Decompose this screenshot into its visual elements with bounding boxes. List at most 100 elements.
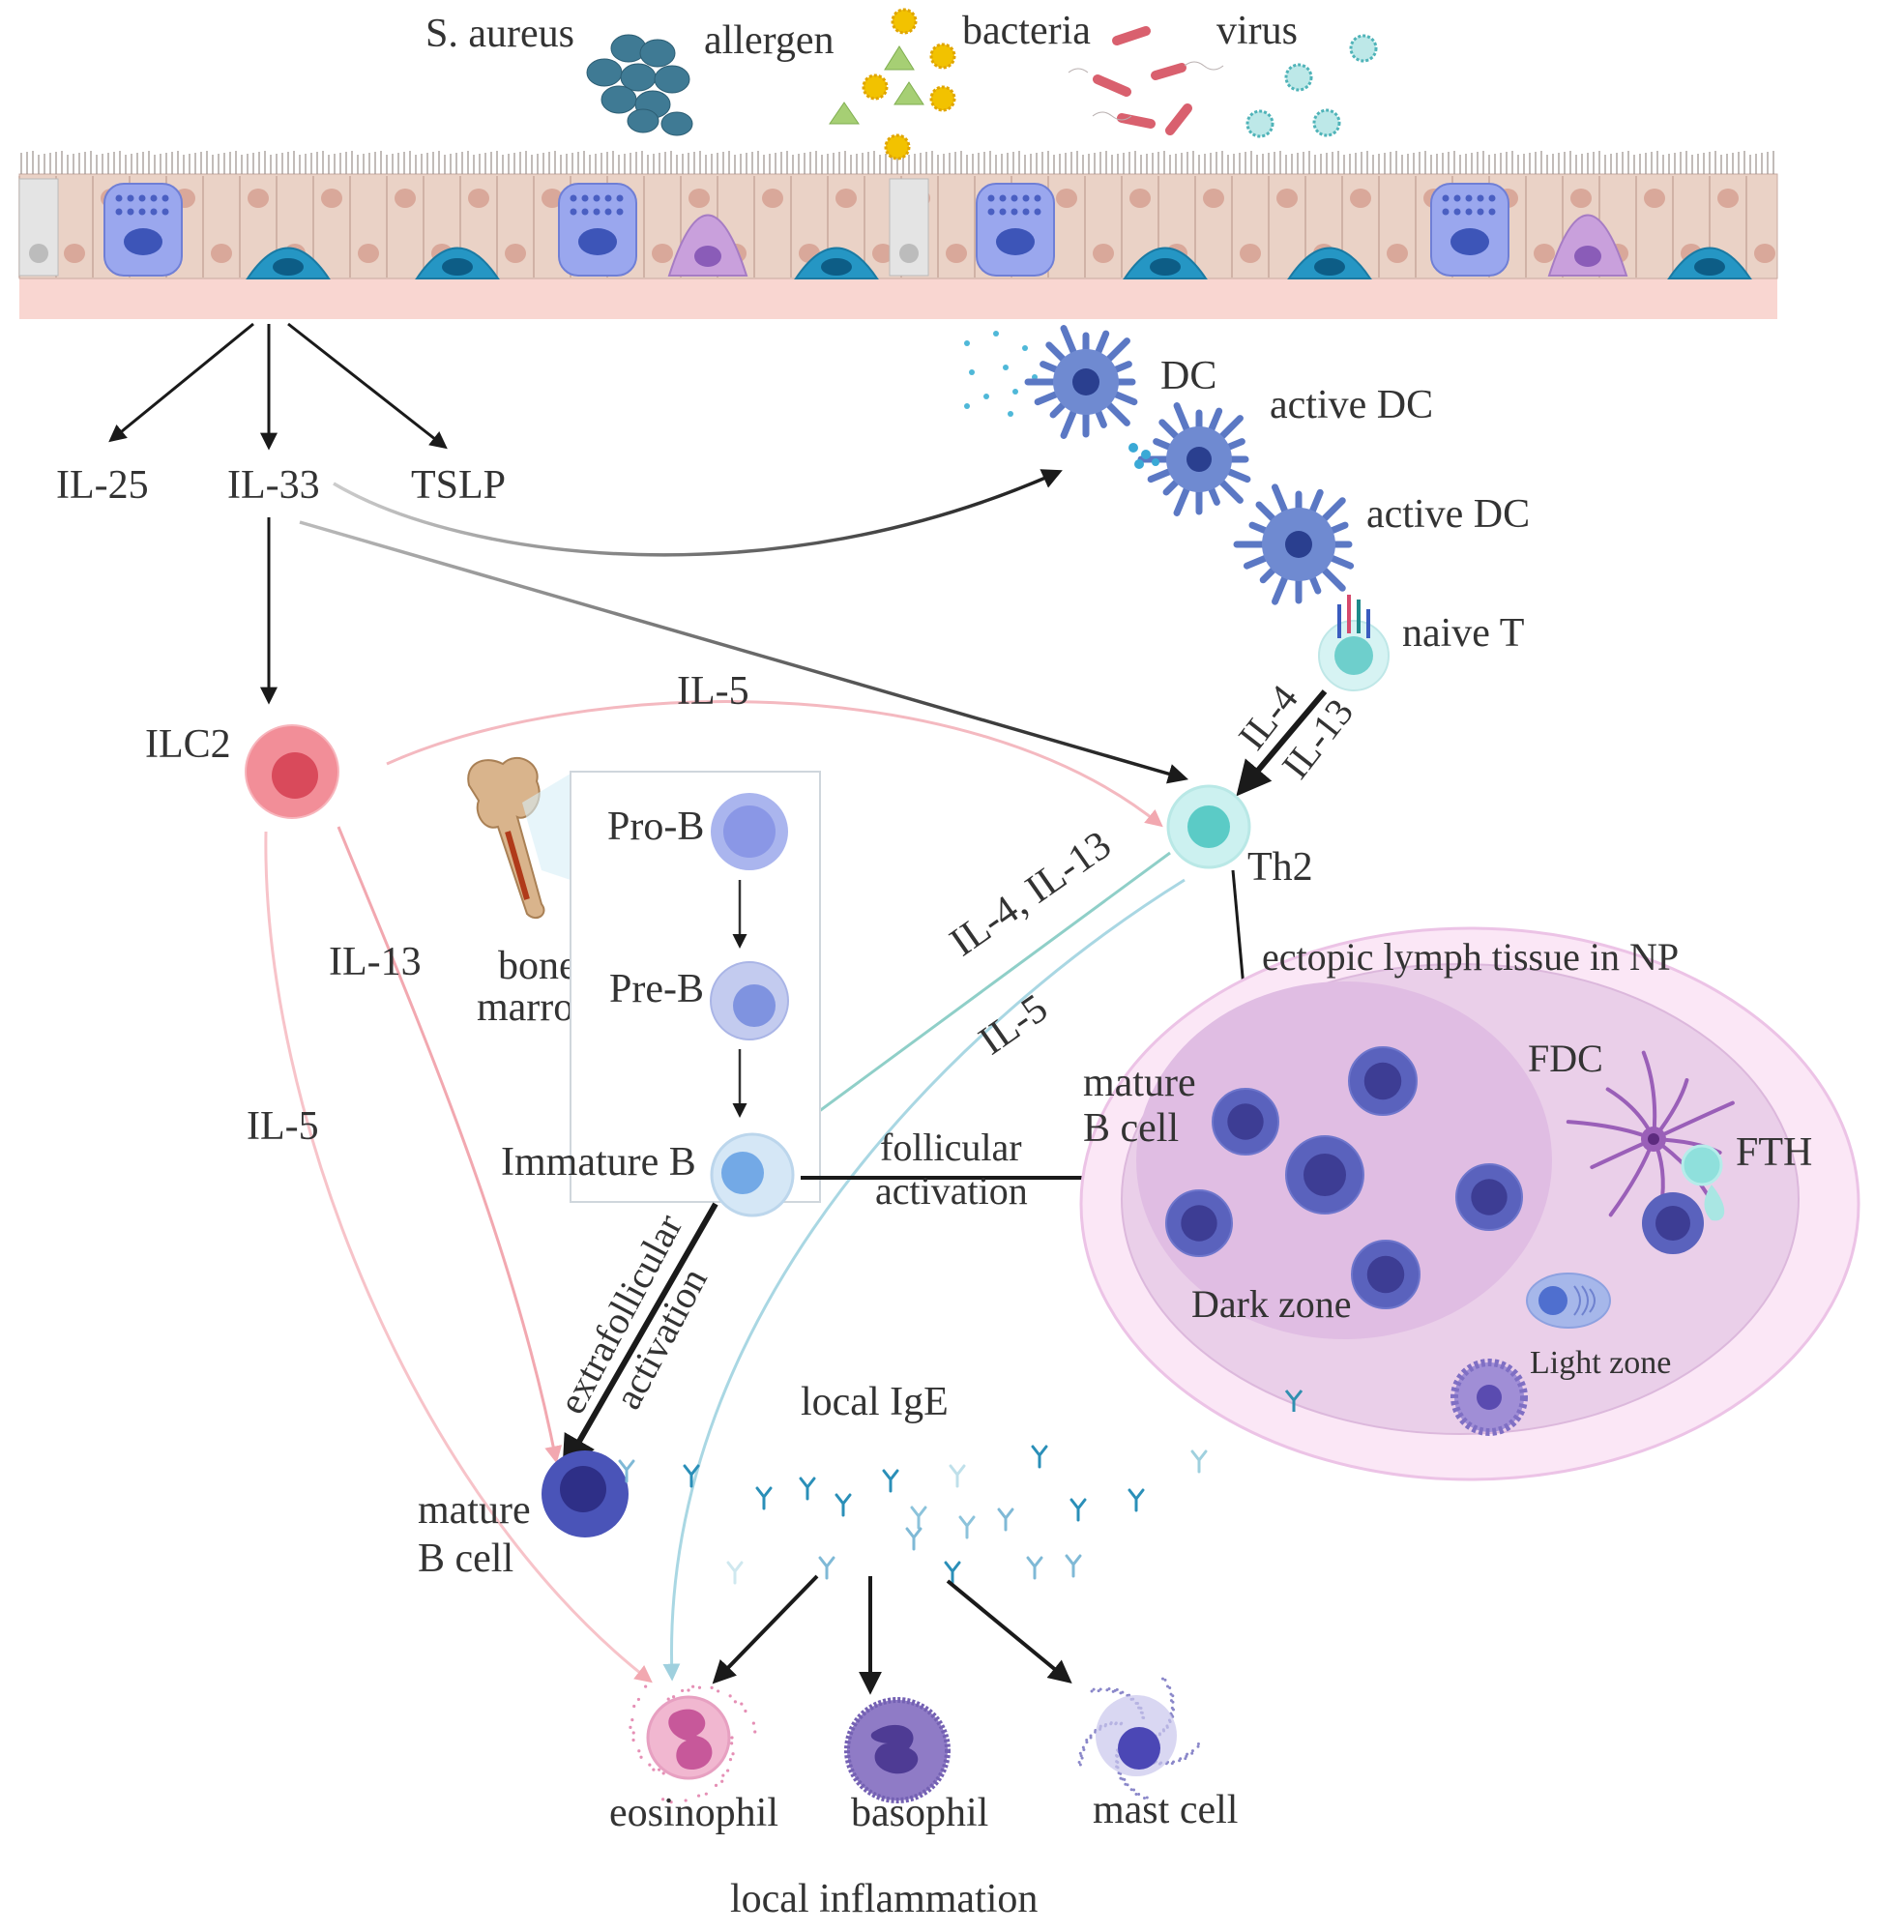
- eos-granule: [644, 1684, 648, 1688]
- epithelial-nucleus: [468, 189, 489, 208]
- pathogens: S. aureus allergen bacteria: [425, 8, 1378, 161]
- label-ilc2: ILC2: [145, 722, 231, 767]
- eos-granule: [632, 1704, 636, 1709]
- basophil-icon: [844, 1697, 951, 1803]
- mast-granule: [1142, 1796, 1146, 1800]
- mucin-granule: [1453, 194, 1461, 202]
- label-active-dc-1: active DC: [1270, 383, 1433, 427]
- gc-b-cell: [1351, 1240, 1421, 1309]
- bacteria-flagella: [1068, 61, 1224, 121]
- eos-granule: [697, 1685, 702, 1689]
- mucin-granule: [1477, 208, 1484, 216]
- label-bone: bone: [498, 944, 577, 988]
- dc-antigen-dots: [964, 331, 1038, 417]
- goblet-nucleus: [1450, 228, 1489, 255]
- s-aureus-icon: [586, 34, 693, 136]
- mast-granule: [1196, 1742, 1200, 1745]
- eos-granule: [636, 1697, 641, 1702]
- eos-granule: [751, 1721, 755, 1725]
- mucin-granule: [1488, 208, 1496, 216]
- label-active-dc-2: active DC: [1366, 492, 1530, 537]
- mucin-granule: [581, 194, 589, 202]
- tuft-body: [1547, 214, 1628, 277]
- epithelial-nucleus: [321, 189, 342, 208]
- gc-b-nucleus: [1304, 1154, 1346, 1196]
- effector-arrows: [712, 1574, 1072, 1695]
- mast-granule: [1080, 1756, 1084, 1760]
- ige-antibody: [1065, 1554, 1082, 1578]
- mucin-granule: [127, 208, 134, 216]
- mast-cell-icon: [1077, 1677, 1200, 1800]
- ige-antibody: [949, 1464, 966, 1488]
- mast-granule: [1078, 1763, 1082, 1767]
- mucin-granule: [1477, 194, 1484, 202]
- ige-antibody: [910, 1506, 927, 1530]
- mucin-granule: [570, 194, 577, 202]
- mast-granule: [1184, 1757, 1187, 1761]
- mucin-granule: [1442, 208, 1450, 216]
- mast-granule: [1115, 1687, 1119, 1691]
- gc-b-nucleus: [1181, 1205, 1217, 1242]
- epithelial-nucleus: [358, 244, 379, 263]
- mast-granule: [1082, 1747, 1086, 1751]
- eos-granule: [629, 1725, 632, 1730]
- eos-granule: [753, 1730, 757, 1734]
- mucin-granule: [127, 194, 134, 202]
- gc-b-cell: [1165, 1189, 1233, 1257]
- label-naive-t: naive T: [1402, 611, 1524, 656]
- arrow-il33-to-dc: [333, 469, 1063, 557]
- nasal-epithelium: [18, 151, 1778, 319]
- bone-marrow-zoom: [522, 774, 571, 880]
- mucin-granule: [999, 208, 1007, 216]
- mucin-granule: [1034, 208, 1041, 216]
- eos-granule: [666, 1697, 670, 1701]
- mucin-granule: [1022, 208, 1030, 216]
- mast-granule: [1081, 1745, 1085, 1749]
- eos-granule: [684, 1799, 688, 1802]
- ectopic-antibody-icon: [1284, 1390, 1304, 1412]
- label-mast-cell: mast cell: [1093, 1788, 1238, 1832]
- basal-nucleus: [1150, 258, 1181, 276]
- label-basophil: basophil: [851, 1791, 988, 1835]
- label-follicular: follicular: [880, 1126, 1022, 1169]
- epithelial-nucleus: [835, 189, 857, 208]
- mast-granule: [1186, 1752, 1189, 1756]
- eos-granule: [731, 1752, 735, 1756]
- ige-antibody: [1128, 1488, 1145, 1512]
- epithelial-nucleus: [762, 189, 783, 208]
- eos-granule: [637, 1749, 641, 1753]
- label-ectopic-bcell: B cell: [1083, 1106, 1179, 1151]
- mucin-granule: [593, 208, 600, 216]
- mast-granule: [1132, 1788, 1136, 1792]
- epithelial-nucleus: [872, 244, 893, 263]
- basement-membrane: [19, 276, 1777, 319]
- pale-cell: [18, 178, 59, 277]
- ige-antibody: [1026, 1556, 1043, 1580]
- epithelial-nucleus: [1644, 189, 1665, 208]
- label-tslp: TSLP: [411, 463, 506, 508]
- label-allergen: allergen: [704, 18, 835, 63]
- ige-antibody: [997, 1508, 1014, 1532]
- goblet-nucleus: [578, 228, 617, 255]
- ige-antibody: [1190, 1449, 1208, 1474]
- goblet-cell: [976, 183, 1055, 277]
- bone-marrow-icon: [467, 757, 571, 920]
- arrow-naive-t-to-th2: [1236, 689, 1328, 797]
- arrow-ilc2-to-th2-il5: [386, 700, 1163, 828]
- epithelial-nucleus: [1093, 244, 1114, 263]
- goblet-nucleus: [996, 228, 1035, 255]
- eos-granule: [630, 1718, 634, 1722]
- mast-granule: [1145, 1796, 1149, 1800]
- fdc-nucleus: [1648, 1133, 1659, 1145]
- label-th2: Th2: [1247, 845, 1313, 890]
- basal-nucleus: [273, 258, 304, 276]
- mucin-granule: [604, 208, 612, 216]
- label-mature-b-2: B cell: [418, 1537, 513, 1581]
- mast-granule: [1089, 1734, 1093, 1738]
- eosinophil-granules: [629, 1684, 757, 1804]
- mucin-granule: [616, 194, 624, 202]
- epithelial-nucleus: [395, 189, 416, 208]
- ige-antibody: [882, 1469, 899, 1493]
- arrow-ilc2-to-mature-b-il13: [337, 826, 563, 1464]
- mucin-granule: [150, 208, 158, 216]
